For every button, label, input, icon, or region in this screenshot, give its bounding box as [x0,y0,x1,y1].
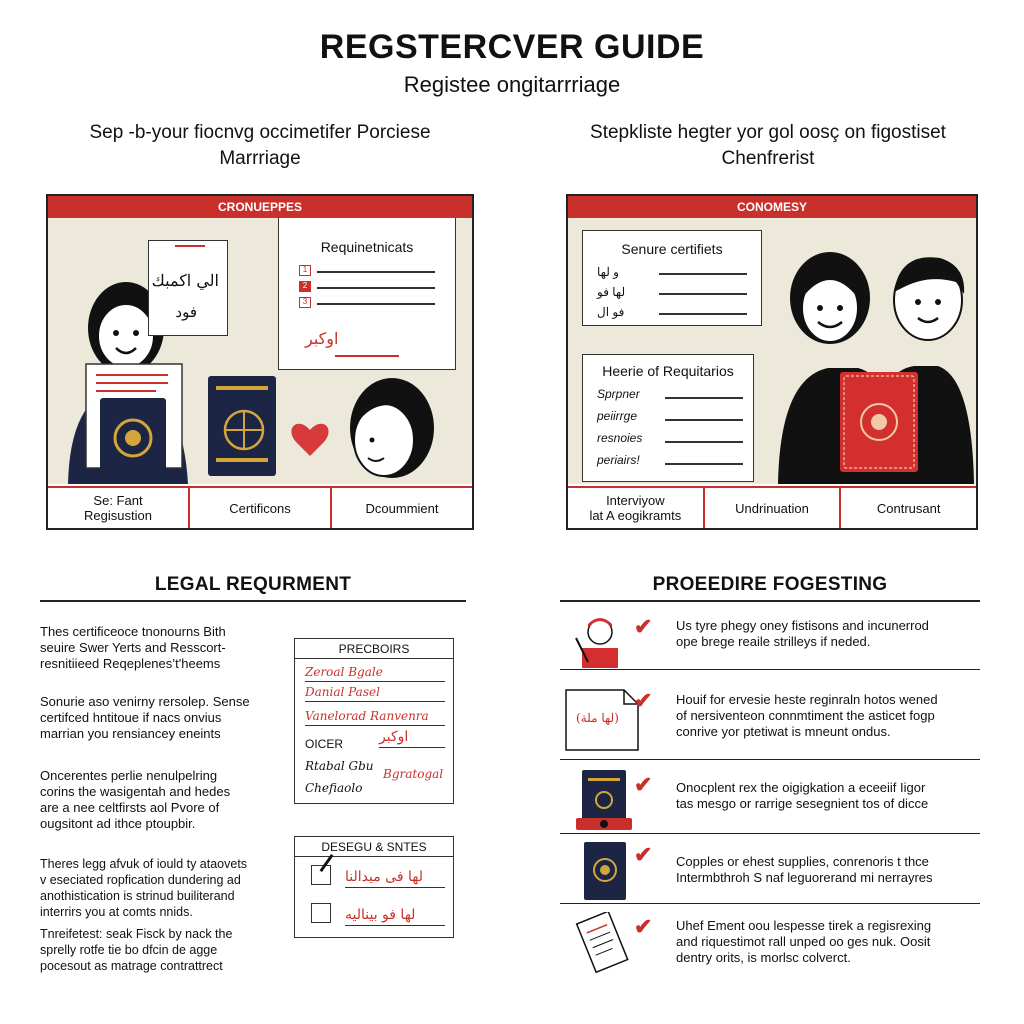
footer-step-undrinuation: Undrinuation [705,488,842,528]
svg-text:(لها ملة): (لها ملة) [576,711,619,725]
legal-paragraph-3: Oncerentes perlie nenulpelring corins th… [40,768,231,831]
procedure-row-5: ✔ Uhef Ement oou lespesse tirek a regisr… [560,912,980,982]
checkmark-icon: ✔ [634,688,653,713]
marriage-certificate-icon [840,372,918,472]
legal-paragraph-4: Theres legg afvuk of iould ty ataovets v… [40,857,248,919]
woman-profile-icon [350,378,434,478]
passport-icon [584,842,626,900]
procedure-heading: PROEEDIRE FOGESTING [652,574,888,595]
design-notes-title: DESEGU & SNTES [295,837,453,857]
procedure-row-4: ✔ Copples or ehest supplies, conrenoris … [560,840,980,904]
notes-checkbox-1[interactable] [311,865,331,885]
page-title: REGSTERCVER GUIDE [319,28,705,66]
right-panel-scene: Senure certifiets و لها لها فو فو ال Hee… [568,218,976,484]
passport-icon [100,398,166,482]
procedures-card-title: PRECBOIRS [295,639,453,659]
footer-step-interview: Interviyow lat A eogikramts [568,488,705,528]
checkmark-icon: ✔ [634,614,653,639]
legal-divider [40,600,466,602]
signature-mark: اوکبر [305,329,339,348]
passport-stand-icon [576,770,632,830]
checkmark-icon: ✔ [634,842,653,867]
secure-certificates-card: Senure certifiets و لها لها فو فو ال [582,230,762,326]
procedures-card: PRECBOIRS Zeroal Bgale Danial Pasel Vane… [294,638,454,804]
left-panel-footer: Se: Fant Regisustion Certificons Dcoummi… [48,486,472,528]
footer-step-contrusant: Contrusant [876,500,941,516]
secure-certificates-title: Senure certifiets [621,241,723,257]
legal-requirement-heading: LEGAL REQURMENT [154,574,352,595]
footer-step-documents: Dcoummient [365,500,439,516]
footer-step-registration: Se: Fant Regisustion [48,488,190,528]
passport-open-icon [208,376,276,476]
design-notes-card: DESEGU & SNTES لها فی ميدالنا لها فو بين… [294,836,454,938]
notes-checkbox-2[interactable] [311,903,331,923]
person-icon [575,618,618,668]
page-subtitle: Registee ongitarrriage [403,72,621,97]
right-illustration-panel: CONOMESY [566,194,978,530]
legal-paragraph-2: Sonurie aso venirny rersolep. Sense cert… [40,694,250,741]
left-scene-illustration [68,282,434,484]
procedure-row-1: ✔ Us tyre phegy oney fistisons and incun… [560,612,980,670]
footer-step-certificates: Certificons [190,488,332,528]
requirements-list-title: Heerie of Requitarios [602,363,734,379]
left-panel-banner: CRONUEPPES [48,196,472,218]
legal-paragraph-5: Tnreifetest: seak Fisck by nack the spre… [40,927,233,973]
requirements-speech-bubble: Requinetnicats 1 2 3 اوکبر [278,218,456,370]
procedure-divider [560,600,980,602]
left-panel-scene: الي اكمبك فود Requinetnicats 1 2 3 اوکبر [48,218,472,484]
right-panel-banner: CONOMESY [568,196,976,218]
form-icon [575,912,629,974]
right-scene-illustration [778,252,974,484]
requirements-list-card: Heerie of Requitarios Sprpner peiirrge r… [582,354,754,482]
procedure-row-2: (لها ملة) ✔ Houif for ervesie heste regi… [560,686,980,760]
procedure-row-3: ✔ Onocplent rex the oigigkation a eceeii… [560,770,980,834]
left-illustration-panel: CRONUEPPES [46,194,474,530]
checkmark-icon: ✔ [634,772,653,797]
heart-icon [291,423,329,456]
legal-paragraph-1: Thes certificeoce tnonourns Bith seuire … [40,624,226,671]
document-icon: (لها ملة) [565,689,639,751]
right-panel-footer: Interviyow lat A eogikramts Undrinuation… [568,486,976,528]
right-section-heading: Stepkliste hegter yor gol oosç on figost… [590,122,946,169]
left-section-heading: Sep -b-your fiocnvg occimetifer Porciese… [89,122,431,169]
checkmark-icon: ✔ [634,914,653,939]
requirements-title: Requinetnicats [320,239,414,255]
arabic-document-card: الي اكمبك فود [148,240,228,336]
